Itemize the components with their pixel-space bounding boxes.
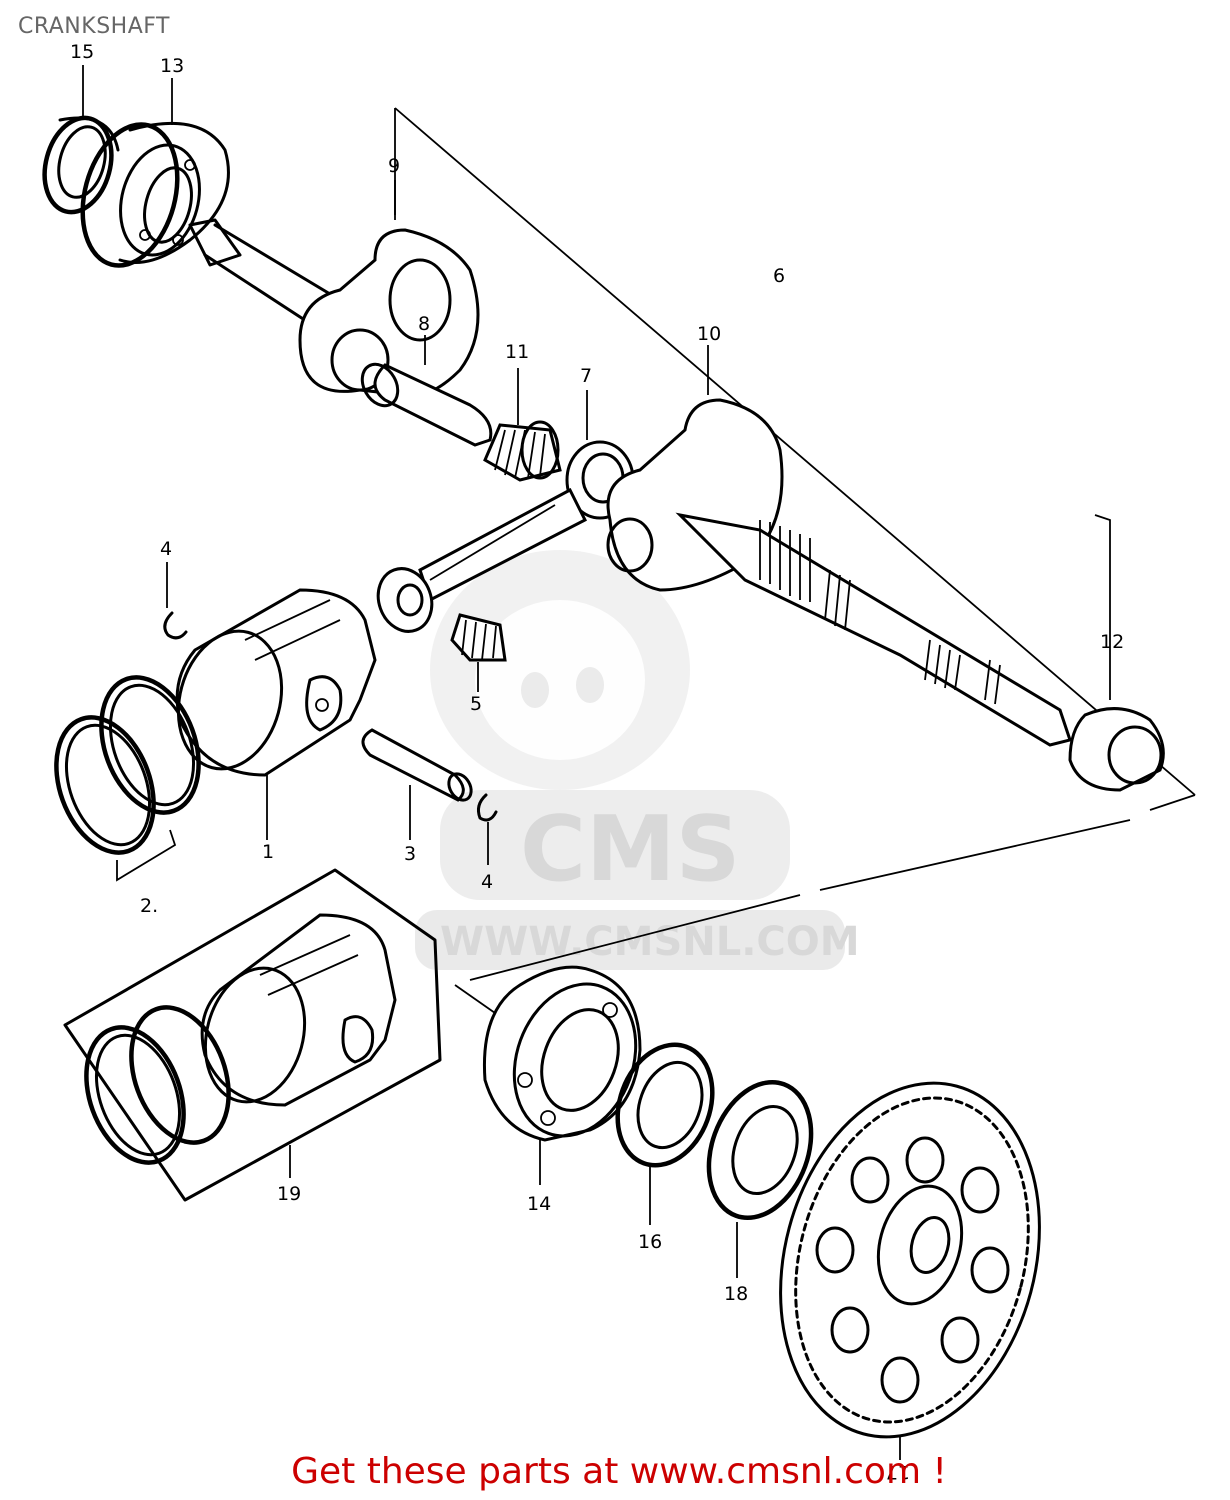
piston-rings-2: [54, 675, 201, 855]
needle-bearing-11: [483, 420, 562, 482]
oil-seal-18: [706, 1079, 814, 1221]
callout-11: 11: [505, 341, 529, 363]
callout-12: 12: [1100, 631, 1124, 653]
callout-17: 17: [886, 1461, 910, 1483]
footer-text[interactable]: Get these parts at www.cmsnl.com !: [291, 1451, 947, 1492]
piston-pin-3: [361, 728, 473, 802]
piston-1: [175, 588, 377, 777]
callout-4-lower: 4: [481, 871, 493, 893]
callout-4-upper: 4: [160, 538, 172, 560]
callout-13: 13: [160, 55, 184, 77]
piston-set-19: [63, 868, 442, 1202]
callout-7: 7: [580, 365, 592, 387]
crank-pin-8: [360, 362, 493, 447]
callout-14: 14: [527, 1193, 551, 1215]
callout-10: 10: [697, 323, 721, 345]
circlip-4-lower: [477, 793, 498, 822]
bearing-13: [80, 121, 230, 268]
leader-lines: [82, 65, 901, 1460]
crank-half-left-9: [188, 218, 480, 398]
callout-6: 6: [773, 265, 785, 287]
crank-half-right-10: [606, 398, 1072, 747]
page-title: CRANKSHAFT: [18, 14, 170, 39]
callout-9: 9: [388, 155, 400, 177]
callout-5: 5: [470, 693, 482, 715]
callout-18: 18: [724, 1283, 748, 1305]
callout-19: 19: [277, 1183, 301, 1205]
oil-seal-15: [42, 115, 120, 215]
callout-2: 2.: [140, 895, 158, 917]
oil-seal-16: [615, 1042, 715, 1168]
callout-3: 3: [404, 843, 416, 865]
callout-8: 8: [418, 313, 430, 335]
crankshaft-assembly-outline: [394, 107, 1196, 1021]
callout-16: 16: [638, 1231, 662, 1253]
watermark: CMS WWW.CMSNL.COM: [415, 550, 860, 970]
bearing-14: [482, 965, 642, 1142]
footer-link[interactable]: Get these parts at www.cmsnl.com !: [0, 1451, 1230, 1492]
callout-15: 15: [70, 41, 94, 63]
watermark-url: WWW.CMSNL.COM: [440, 919, 860, 965]
bearing-12: [1068, 707, 1165, 792]
sprocket-17: [779, 1081, 1041, 1439]
circlip-4-upper: [163, 611, 188, 640]
small-end-bearing-5: [450, 613, 507, 662]
watermark-brand: CMS: [520, 797, 740, 902]
callout-1: 1: [262, 841, 274, 863]
